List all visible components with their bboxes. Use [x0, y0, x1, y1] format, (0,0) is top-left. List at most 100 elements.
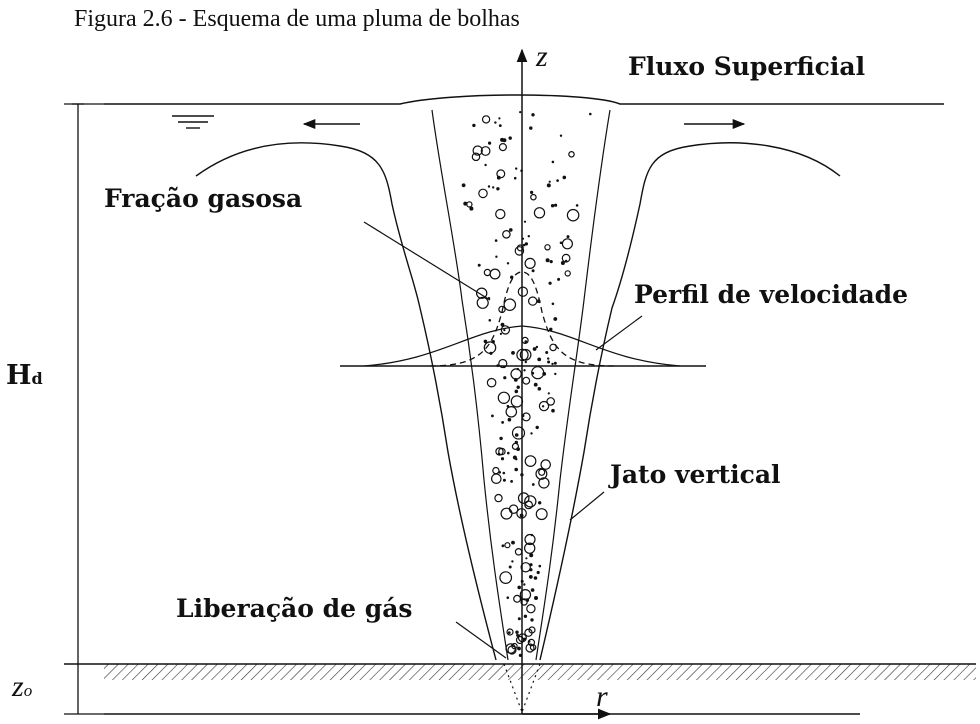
depth-subscript: d: [31, 369, 43, 388]
gas-dot: [501, 544, 505, 548]
gas-dot: [531, 269, 535, 273]
gas-dot: [549, 327, 553, 331]
gas-dot: [531, 483, 535, 486]
gas-dot: [483, 339, 488, 344]
bubble: [564, 270, 571, 277]
bubble: [524, 533, 536, 546]
gas-dot: [547, 357, 550, 360]
gas-dot: [525, 557, 528, 560]
bubble: [524, 495, 537, 508]
gas-dot: [530, 618, 534, 622]
z-axis-label: z: [536, 40, 548, 73]
bubble: [535, 508, 548, 521]
bubble: [466, 201, 473, 208]
bubble: [516, 348, 529, 362]
release-bubble: [528, 626, 536, 634]
bubble: [502, 230, 511, 239]
bubble: [510, 368, 522, 380]
surface-flow-label: Fluxo Superficial: [628, 52, 866, 81]
bubble: [538, 400, 550, 412]
gas-dot: [536, 299, 541, 304]
gas-dot: [519, 513, 524, 518]
bubble-core-left: [431, 109, 509, 661]
gas-dot: [513, 378, 518, 382]
gas-dot: [547, 360, 551, 364]
gas-dot: [534, 596, 538, 600]
gas-dot: [551, 302, 555, 306]
gas-dot: [517, 585, 521, 590]
bubble: [517, 286, 529, 297]
gas-dot: [520, 579, 524, 583]
gas-dot: [517, 646, 521, 651]
gas-dot: [549, 260, 553, 264]
bubble: [519, 348, 532, 361]
bubble: [496, 169, 506, 179]
bubble: [566, 208, 580, 222]
gas-dot: [562, 175, 567, 180]
bubble: [497, 391, 511, 404]
gas-dot: [500, 457, 505, 461]
bubble-field: [461, 111, 592, 658]
gas-dot: [538, 501, 542, 505]
gas-dot: [519, 111, 522, 114]
gas-dot: [503, 329, 506, 332]
gas-dot: [514, 467, 518, 472]
bubble: [517, 633, 527, 643]
gas-dot: [546, 183, 551, 188]
bubble: [510, 395, 524, 408]
gas-dot: [537, 357, 542, 362]
gas-dot: [463, 201, 468, 206]
gas-dot: [529, 126, 533, 130]
gas-dot: [533, 382, 538, 387]
gas-dot: [469, 206, 474, 211]
gas-dot: [499, 332, 502, 335]
bubble: [520, 598, 528, 606]
bubble: [489, 268, 501, 280]
bubble: [514, 547, 523, 556]
bubble: [476, 296, 489, 309]
figure-caption: Figura 2.6 - Esquema de uma pluma de bol…: [74, 6, 520, 32]
gas-dot: [498, 124, 502, 127]
bubble: [492, 466, 500, 475]
gas-fraction-label: Fração gasosa: [104, 184, 303, 213]
gas-dot: [548, 180, 551, 183]
gas-dot: [491, 414, 494, 418]
bubble: [476, 287, 488, 299]
gas-dot: [530, 190, 534, 194]
gas-dot: [524, 340, 528, 344]
bubble: [514, 246, 525, 256]
gas-dot: [566, 235, 570, 239]
gas-dot: [535, 425, 539, 430]
gas-dot: [523, 614, 528, 618]
bubble: [500, 325, 511, 335]
gas-dot: [524, 360, 527, 364]
depth-label: Hd: [6, 360, 43, 391]
bubble: [486, 377, 497, 388]
gas-dot: [528, 575, 533, 579]
source-cone-left: [503, 663, 523, 713]
gas-dot: [530, 432, 533, 435]
gas-dot: [542, 372, 547, 376]
gas-dot: [541, 405, 545, 408]
bubble: [498, 143, 507, 152]
gas-dot: [530, 588, 535, 592]
bubble: [511, 442, 520, 450]
gas-dot: [509, 228, 513, 232]
gas-fraction-leader: [363, 221, 491, 301]
gas-dot: [498, 117, 501, 120]
gas-dot: [522, 243, 526, 247]
gas-dot: [560, 261, 565, 265]
gas-dot: [550, 204, 555, 208]
gas-dot: [553, 361, 557, 365]
bubble: [511, 426, 526, 440]
gas-dot: [492, 186, 495, 189]
gas-dot: [507, 451, 510, 455]
bubble: [524, 257, 536, 269]
gas-dot: [529, 553, 534, 558]
release-bubble: [515, 635, 525, 645]
gas-dot: [545, 258, 550, 263]
bubble: [498, 358, 508, 369]
bubble: [504, 542, 511, 549]
velocity-profile-leader: [595, 315, 643, 351]
